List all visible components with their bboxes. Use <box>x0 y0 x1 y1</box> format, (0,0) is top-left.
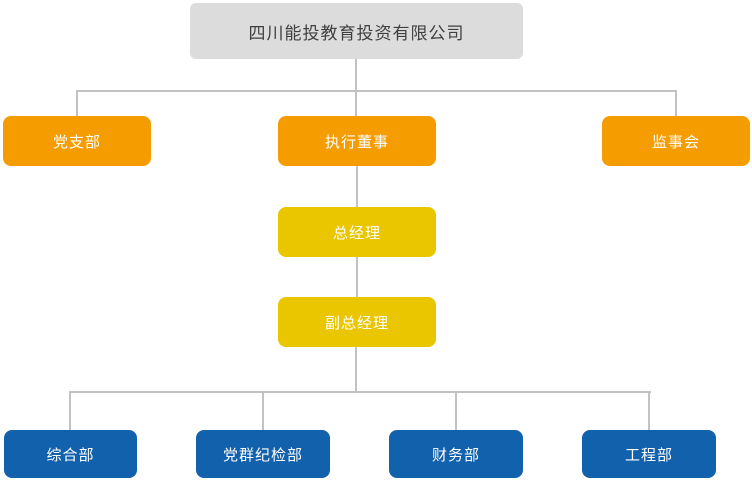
connector-line <box>355 90 357 116</box>
connector-line <box>69 391 651 393</box>
node-deputy-general-manager: 副总经理 <box>278 297 436 347</box>
connector-line <box>76 90 677 92</box>
node-party-mass-discipline-dept: 党群纪检部 <box>196 430 330 478</box>
node-company-root: 四川能投教育投资有限公司 <box>190 3 523 59</box>
connector-line <box>355 59 357 91</box>
connector-line <box>355 347 357 393</box>
node-supervisory-board: 监事会 <box>602 116 750 166</box>
connector-line <box>455 391 457 430</box>
connector-line <box>648 391 650 430</box>
node-general-affairs-dept: 综合部 <box>4 430 137 478</box>
node-executive-director: 执行董事 <box>278 116 436 166</box>
connector-line <box>356 257 358 297</box>
connector-line <box>675 90 677 116</box>
node-party-branch: 党支部 <box>3 116 151 166</box>
node-engineering-dept: 工程部 <box>582 430 716 478</box>
connector-line <box>262 391 264 430</box>
connector-line <box>76 90 78 116</box>
connector-line <box>69 391 71 430</box>
connector-line <box>356 166 358 207</box>
node-finance-dept: 财务部 <box>389 430 523 478</box>
node-general-manager: 总经理 <box>278 207 436 257</box>
